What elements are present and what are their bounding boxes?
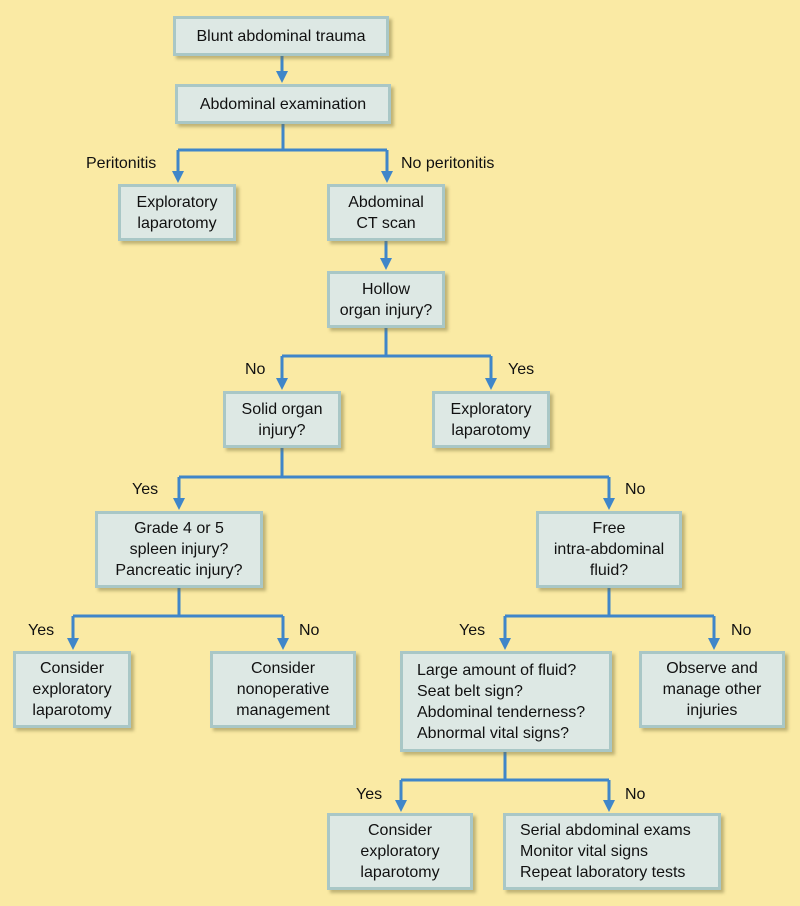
- node-text-line: Free: [592, 520, 626, 537]
- node-text-line: Hollow: [361, 280, 410, 298]
- node-text-line: exploratory: [32, 681, 112, 698]
- label-solid-yes: Yes: [132, 481, 159, 498]
- node-text-line: intra-abdominal: [553, 541, 665, 558]
- label-peritonitis: Peritonitis: [86, 155, 157, 172]
- node-abdominal-ct-scan: Abdominal CT scan: [327, 184, 445, 241]
- node-exploratory-laparotomy-peritonitis: Exploratory laparotomy: [118, 184, 236, 241]
- node-text-line: Abdominal tenderness?: [417, 703, 586, 721]
- node-text-line: fluid?: [589, 562, 629, 579]
- node-exploratory-laparotomy-hollow: Exploratory laparotomy: [432, 391, 550, 448]
- node-text-line: laparotomy: [32, 702, 112, 719]
- label-fluid-yes: Yes: [459, 622, 486, 639]
- label-large-yes: Yes: [356, 786, 383, 803]
- node-text-line: spleen injury?: [129, 541, 229, 558]
- node-text-line: organ injury?: [339, 301, 433, 319]
- node-blunt-abdominal-trauma: Blunt abdominal trauma: [173, 16, 389, 56]
- node-text-line: laparotomy: [451, 421, 531, 439]
- label-fluid-no: No: [731, 622, 752, 639]
- node-consider-nonoperative-management: Consider nonoperative management: [210, 651, 356, 728]
- node-text-line: Abnormal vital signs?: [417, 724, 570, 742]
- node-consider-exploratory-laparotomy-1: Consider exploratory laparotomy: [13, 651, 131, 728]
- node-text-line: injury?: [258, 421, 306, 439]
- node-text-line: laparotomy: [137, 214, 217, 232]
- node-text-line: injuries: [686, 702, 738, 719]
- label-grade-yes: Yes: [28, 622, 55, 639]
- node-grade-spleen-pancreatic-injury: Grade 4 or 5 spleen injury? Pancreatic inj…: [95, 511, 263, 588]
- node-text-line: exploratory: [360, 843, 440, 860]
- node-text-line: Serial abdominal exams: [520, 822, 691, 839]
- node-observe-manage-other-injuries: Observe and manage other injuries: [639, 651, 785, 728]
- node-text-line: Large amount of fluid?: [417, 661, 577, 679]
- node-text-line: Observe and: [666, 660, 758, 677]
- node-text-line: Abdominal: [348, 193, 424, 211]
- label-large-no: No: [625, 786, 646, 803]
- node-large-amount-of-fluid: Large amount of fluid? Seat belt sign? Abd…: [400, 651, 612, 752]
- node-text-line: nonoperative: [236, 681, 330, 698]
- node-abdominal-examination: Abdominal examination: [175, 84, 391, 124]
- node-text-line: Consider: [39, 660, 105, 677]
- node-free-intra-abdominal-fluid: Free intra-abdominal fluid?: [536, 511, 682, 588]
- node-text-line: laparotomy: [360, 864, 440, 881]
- node-text-line: management: [236, 702, 330, 719]
- node-text-line: Repeat laboratory tests: [520, 864, 686, 881]
- node-text-line: Abdominal examination: [199, 95, 367, 113]
- node-text-line: Pancreatic injury?: [115, 562, 243, 579]
- label-grade-no: No: [299, 622, 320, 639]
- node-text-line: Exploratory: [450, 400, 532, 418]
- node-text-line: manage other: [662, 681, 762, 698]
- node-hollow-organ-injury: Hollow organ injury?: [327, 271, 445, 328]
- node-text-line: Consider: [367, 822, 433, 839]
- node-text-line: Consider: [250, 660, 316, 677]
- node-text-line: Seat belt sign?: [417, 682, 523, 700]
- node-text-line: Grade 4 or 5: [134, 520, 224, 537]
- label-no-peritonitis: No peritonitis: [401, 155, 495, 172]
- node-text-line: Monitor vital signs: [520, 843, 649, 860]
- node-solid-organ-injury: Solid organ injury?: [223, 391, 341, 448]
- node-text-line: Exploratory: [136, 193, 218, 211]
- node-text-line: Blunt abdominal trauma: [196, 27, 366, 45]
- label-hollow-yes: Yes: [508, 361, 535, 378]
- label-solid-no: No: [625, 481, 646, 498]
- node-text-line: Solid organ: [241, 400, 323, 418]
- node-consider-exploratory-laparotomy-2: Consider exploratory laparotomy: [327, 813, 473, 890]
- label-hollow-no: No: [245, 361, 266, 378]
- node-text-line: CT scan: [356, 214, 416, 232]
